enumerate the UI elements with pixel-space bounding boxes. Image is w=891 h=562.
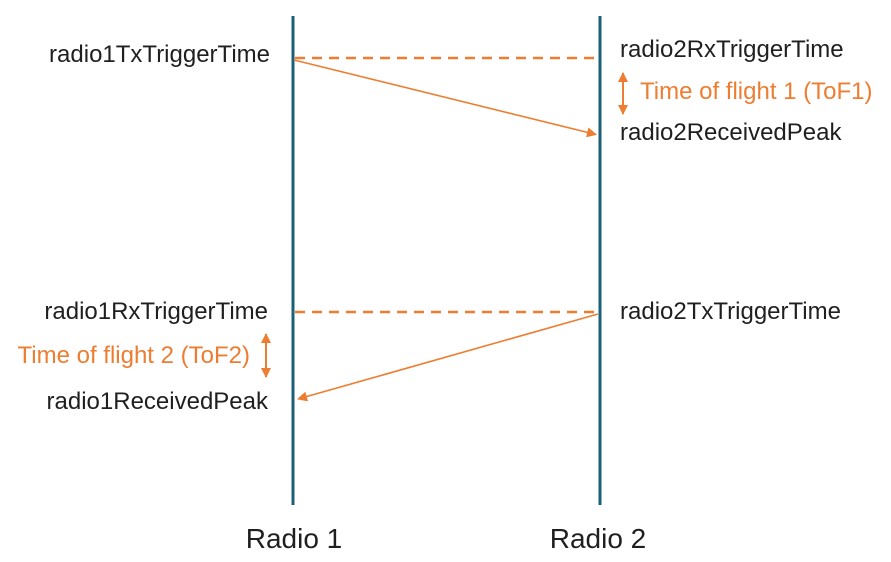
label-time-of-flight-1: Time of flight 1 (ToF1) <box>640 78 873 105</box>
label-radio1-received-peak: radio1ReceivedPeak <box>46 388 268 415</box>
radio1-title: Radio 1 <box>245 523 343 554</box>
label-radio2-received-peak: radio2ReceivedPeak <box>620 119 842 146</box>
signal-arrow-radio1-to-radio2 <box>293 59 597 138</box>
label-radio1-tx-trigger-time: radio1TxTriggerTime <box>49 41 270 68</box>
label-radio2-tx-trigger-time: radio2TxTriggerTime <box>620 298 841 325</box>
radio2-title: Radio 2 <box>549 523 647 554</box>
label-radio2-rx-trigger-time: radio2RxTriggerTime <box>620 36 844 63</box>
label-radio1-rx-trigger-time: radio1RxTriggerTime <box>44 298 268 325</box>
signal-arrow-radio2-to-radio1 <box>297 313 599 402</box>
label-time-of-flight-2: Time of flight 2 (ToF2) <box>17 342 250 369</box>
